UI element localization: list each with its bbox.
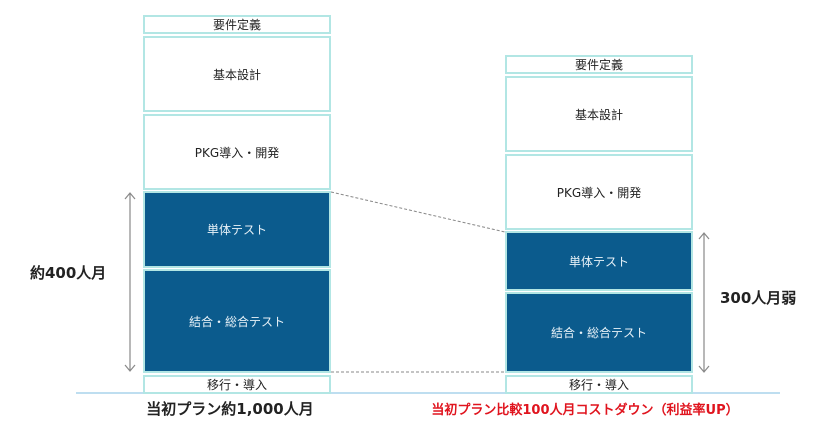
right-plan-caption: 当初プラン比較100人月コストダウン（利益率UP） <box>431 403 739 418</box>
right-phase-pkg-dev: PKG導入・開発 <box>505 154 693 230</box>
dashed-connector-top <box>330 191 506 233</box>
left-phase-integration-test: 結合・総合テスト <box>143 269 331 373</box>
right-phase-migration: 移行・導入 <box>505 375 693 394</box>
right-phase-integration-test: 結合・総合テスト <box>505 292 693 373</box>
right-phase-unit-test: 単体テスト <box>505 231 693 291</box>
left-phase-basic-design: 基本設計 <box>143 36 331 112</box>
left-phase-unit-test: 単体テスト <box>143 191 331 268</box>
left-span-arrow <box>124 192 136 372</box>
right-span-arrow <box>698 232 710 373</box>
right-span-label: 300人月弱 <box>720 289 797 307</box>
right-phase-basic-design: 基本設計 <box>505 76 693 152</box>
left-phase-migration: 移行・導入 <box>143 375 331 394</box>
left-phase-requirements: 要件定義 <box>143 15 331 34</box>
right-phase-requirements: 要件定義 <box>505 55 693 74</box>
left-span-label: 約400人月 <box>30 264 107 282</box>
left-phase-pkg-dev: PKG導入・開発 <box>143 114 331 190</box>
left-plan-caption: 当初プラン約1,000人月 <box>146 400 314 418</box>
